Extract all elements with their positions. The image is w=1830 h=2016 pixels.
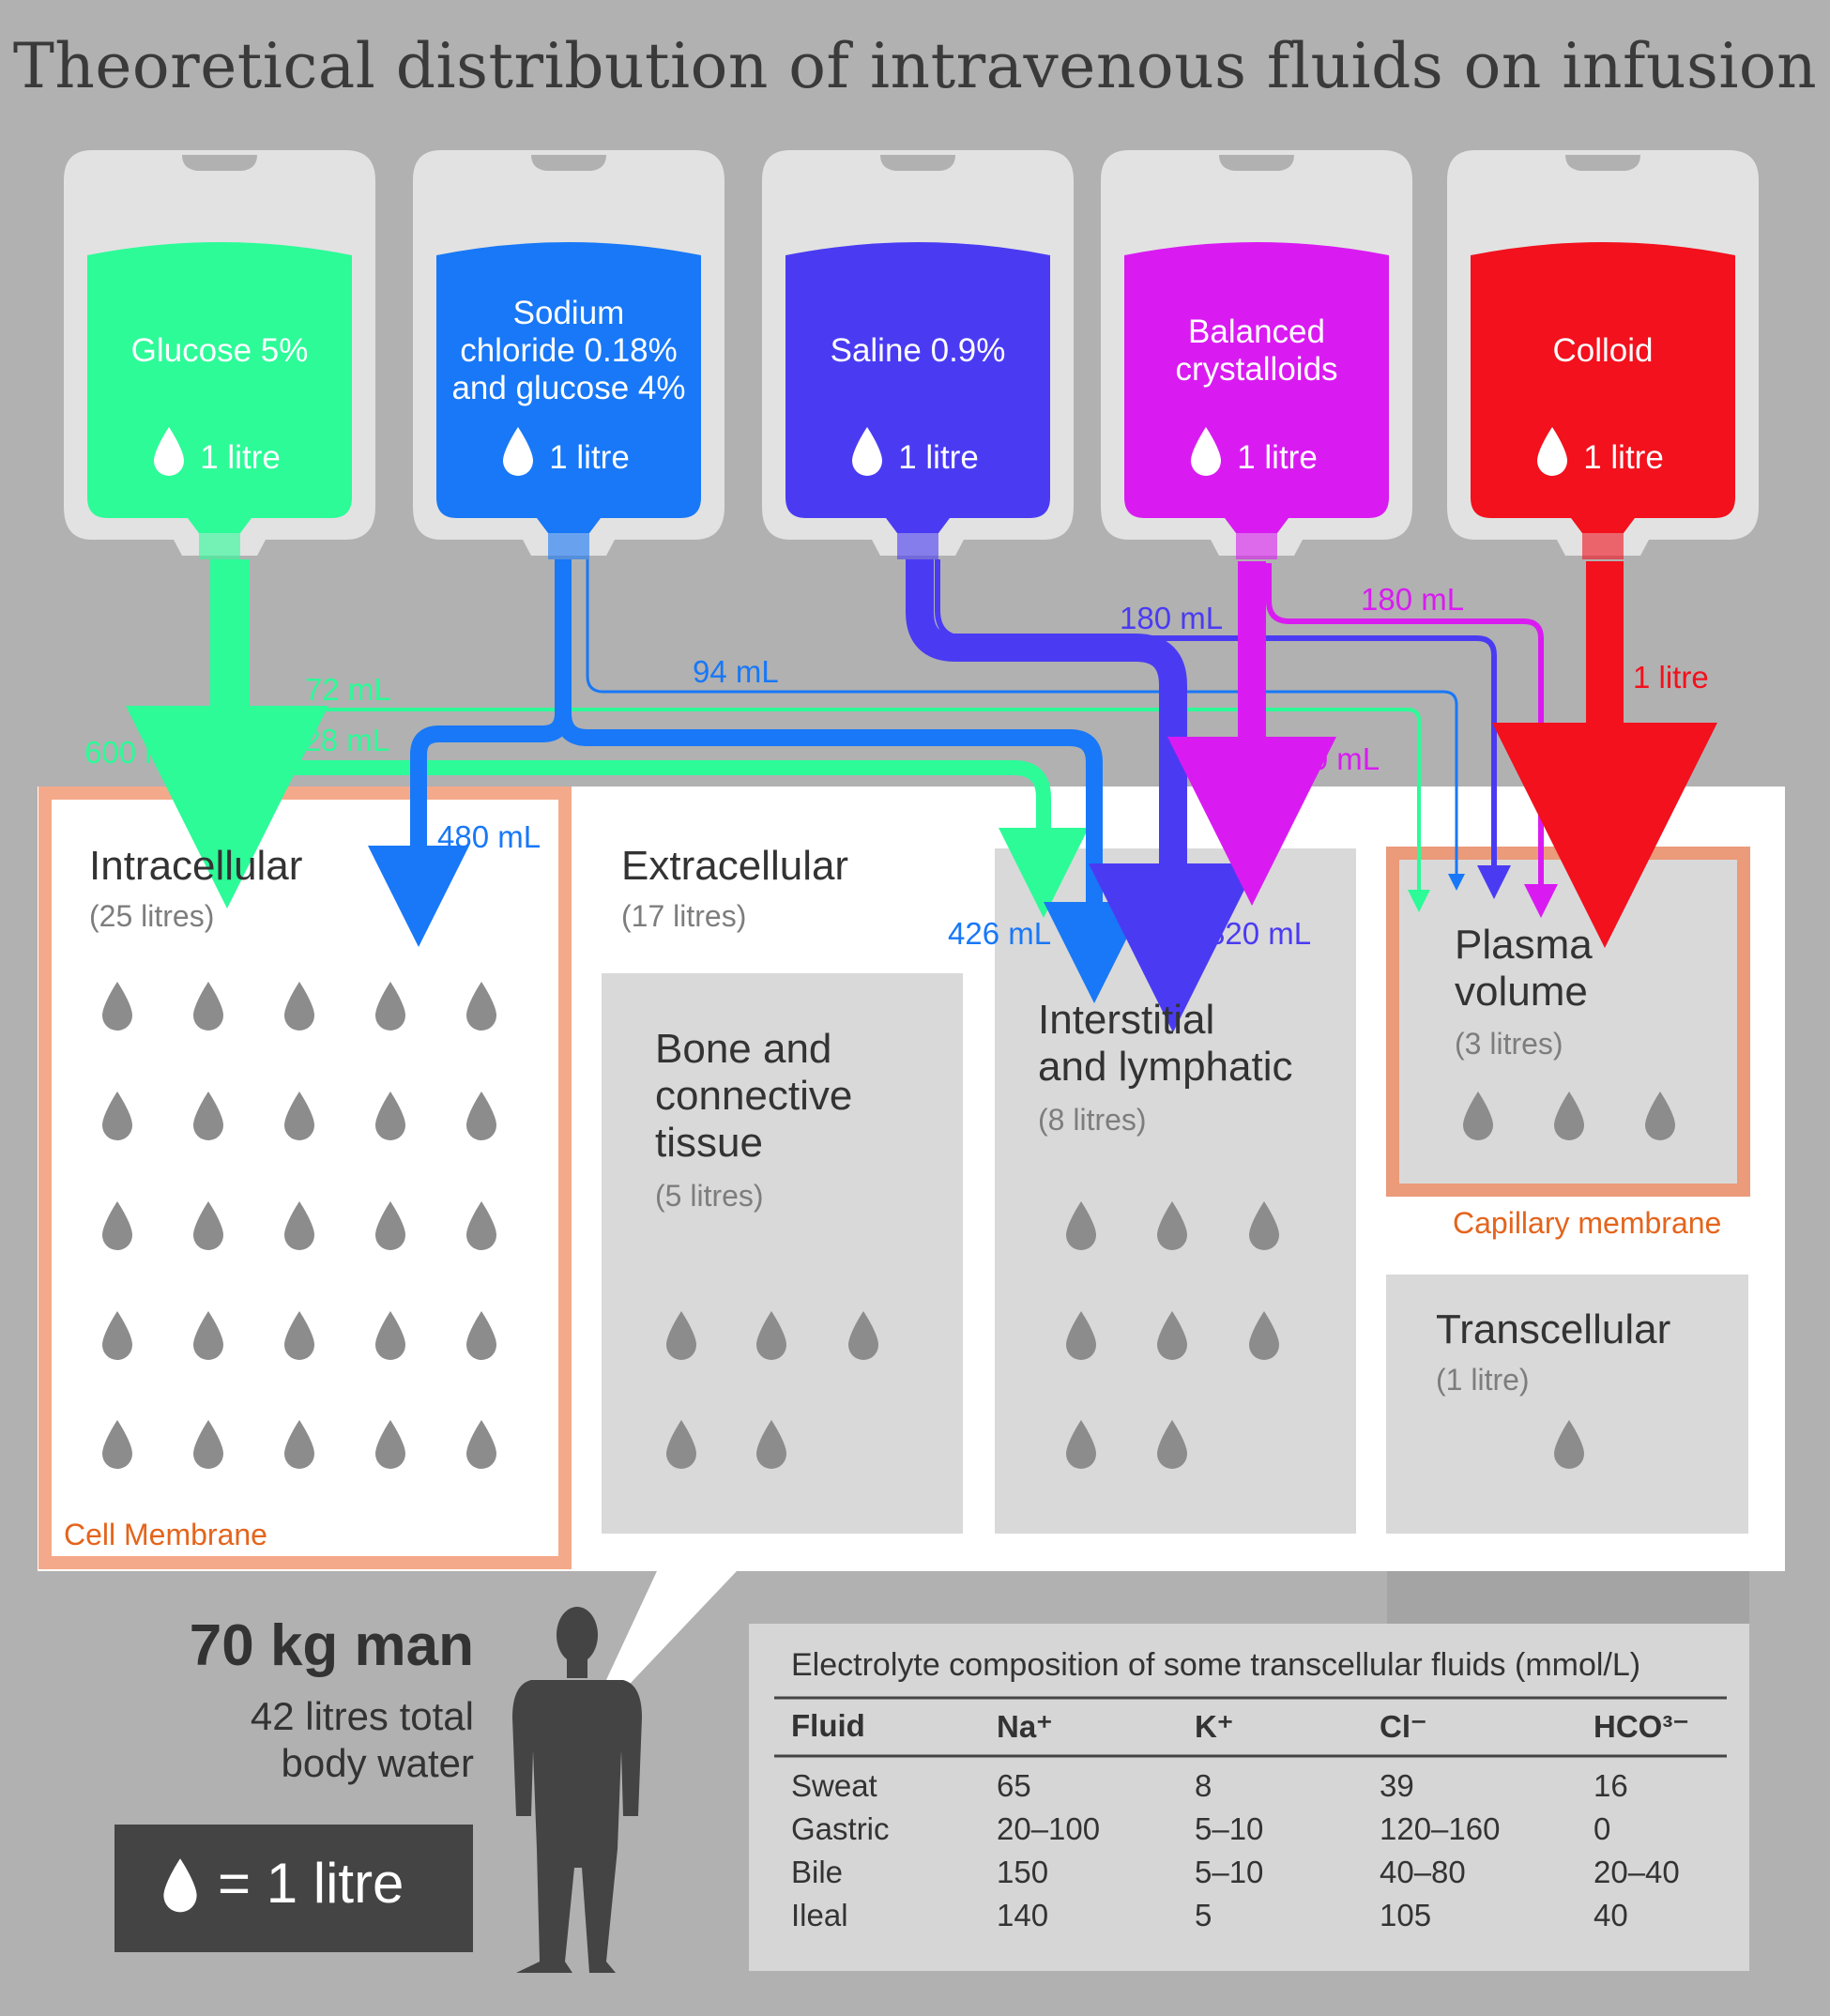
bag-name-line: Saline 0.9% [830,332,1006,369]
bag-volume-colloid: 1 litre [1583,439,1664,476]
page-title: Theoretical distribution of intravenous … [12,30,1818,102]
flow-label-glucose-plasma: 72 mL [305,672,391,707]
capillary-membrane-label: Capillary membrane [1453,1206,1722,1240]
flow-label-nacl-interstitial: 426 mL [948,916,1052,951]
flow-balanced-to-plasma [1266,563,1558,918]
table-header-cell: HCO³⁻ [1594,1709,1689,1744]
man-body-water-line-2: body water [281,1741,474,1785]
table-cell: 16 [1594,1768,1628,1803]
bone-title-1: Bone and [655,1026,832,1072]
bag-volume-balanced-crystalloids: 1 litre [1237,439,1318,476]
flow-label-glucose-intracellular: 600 mL [84,735,189,770]
flow-label-nacl-intracellular: 480 mL [437,819,541,854]
table-header-cell: Na⁺ [997,1709,1053,1744]
flow-nacl-to-plasma [586,559,1465,891]
flow-label-glucose-interstitial: 328 mL [286,723,390,757]
flow-label-saline-interstitial: 820 mL [1208,916,1312,951]
bag-name-line: chloride 0.18% [460,332,678,369]
bag-name-saline: Saline 0.9% [777,332,1059,370]
table-header-cell: Cl⁻ [1380,1709,1427,1744]
interstitial-title-1: Interstitial [1038,997,1215,1043]
table-box [749,1624,1749,1971]
flow-nacl-to-interstitial [555,559,1145,1003]
plasma-title-2: volume [1455,969,1588,1015]
bag-name-line: Glucose 5% [130,332,309,369]
man-weight: 70 kg man [189,1613,474,1678]
table-cell: 40 [1594,1898,1628,1932]
flow-label-balanced-interstitial: 820 mL [1276,741,1380,776]
table-cell: 65 [997,1768,1031,1803]
flow-label-balanced-plasma: 180 mL [1361,582,1465,617]
man-body-water: 42 litres total body water [99,1693,474,1787]
intracellular-volume: (25 litres) [89,899,215,933]
table-cell: 5–10 [1195,1855,1264,1889]
table-cell: Gastric [791,1811,890,1846]
man-silhouette [512,1607,642,1973]
bag-name-glucose: Glucose 5% [79,332,360,370]
cell-membrane-label: Cell Membrane [64,1518,267,1551]
iv-bags [64,150,1759,559]
table-cell: 140 [997,1898,1049,1932]
table-header-cell: Fluid [791,1708,865,1743]
bag-name-line: and glucose 4% [451,370,686,406]
iv-bag-balanced-crystalloids [1101,150,1412,559]
table-cell: 5–10 [1195,1811,1264,1846]
drop-icon [160,1858,201,1917]
plasma-volume-litres: (3 litres) [1455,1027,1563,1061]
bone-title-2: connective [655,1073,853,1119]
flow-saline-to-interstitial [906,559,1258,1032]
bag-volume-glucose: 1 litre [200,439,281,476]
table-cell: 8 [1195,1768,1212,1803]
table-cell: Ileal [791,1898,848,1932]
flow-saline-to-plasma [935,559,1511,899]
interstitial-title-2: and lymphatic [1038,1044,1293,1090]
bone-title-3: tissue [655,1120,763,1166]
bag-name-line: Sodium [512,295,625,331]
table-cell: 20–40 [1594,1855,1680,1889]
bag-name-line: Colloid [1552,332,1654,369]
table-cell: 150 [997,1855,1049,1889]
table-backdrop-upper [1387,1571,1749,1631]
table-header-cell: K⁺ [1195,1709,1234,1744]
iv-bag-saline [762,150,1074,559]
table-title: Electrolyte composition of some transcel… [791,1647,1641,1683]
table-cell: 5 [1195,1898,1212,1932]
table-cell: 39 [1380,1768,1414,1803]
bag-volume-saline: 1 litre [898,439,979,476]
flow-arrows [126,559,1717,1032]
interstitial-volume: (8 litres) [1038,1103,1147,1137]
legend: = 1 litre [114,1825,473,1952]
transcellular-volume: (1 litre) [1436,1363,1530,1397]
iv-bag-colloid [1447,150,1759,559]
extracellular-title: Extracellular [621,843,849,889]
transcellular-box [1386,1275,1748,1534]
extracellular-volume: (17 litres) [621,899,747,933]
legend-text: = 1 litre [218,1852,404,1915]
iv-bag-sodium-chloride-glucose [413,150,724,559]
intracellular-title: Intracellular [89,843,303,889]
table-cell: Sweat [791,1768,877,1803]
table-cell: 0 [1594,1811,1611,1846]
flow-label-nacl-plasma: 94 mL [693,654,779,689]
table-cell: 120–160 [1380,1811,1501,1846]
table-cell: 105 [1380,1898,1432,1932]
iv-bag-glucose [64,150,375,559]
flow-label-saline-plasma: 180 mL [1120,601,1224,635]
bag-name-colloid: Colloid [1462,332,1744,370]
man-body-water-line-1: 42 litres total [250,1694,474,1738]
bag-name-line: crystalloids [1175,351,1338,388]
table-cell: Bile [791,1855,844,1889]
bone-volume: (5 litres) [655,1179,764,1213]
table-cell: 20–100 [997,1811,1101,1846]
plasma-title-1: Plasma [1455,922,1593,968]
transcellular-title: Transcellular [1436,1306,1671,1352]
table-cell: 40–80 [1380,1855,1466,1889]
bag-volume-sodium-chloride-glucose: 1 litre [549,439,630,476]
bag-name-line: Balanced [1188,313,1325,350]
flow-label-colloid-plasma: 1 litre [1633,660,1709,695]
